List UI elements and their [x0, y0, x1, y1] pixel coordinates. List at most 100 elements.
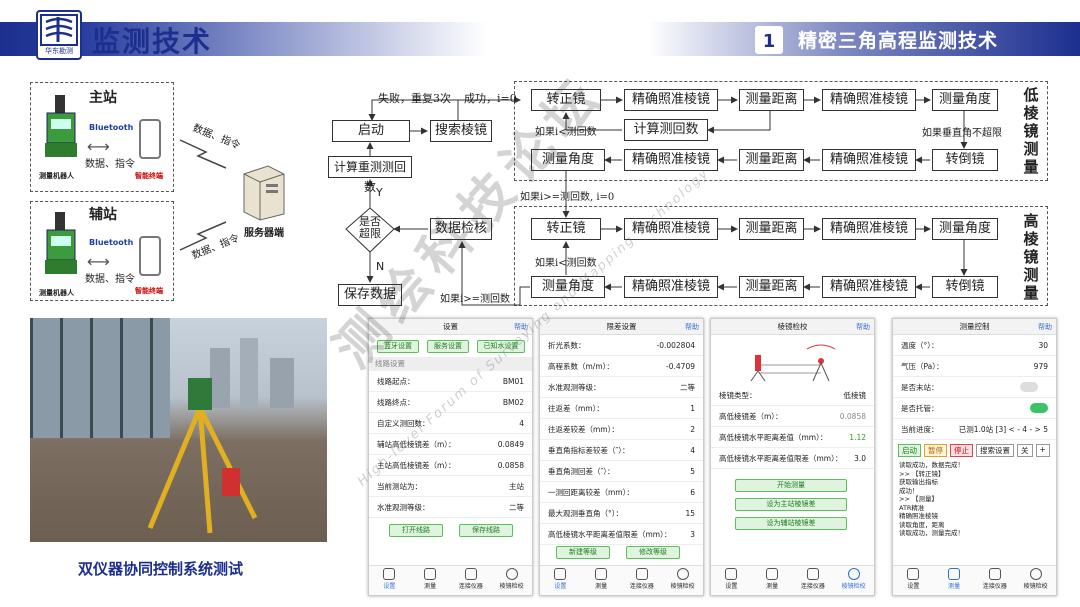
settings-row[interactable]: 水准观测等级：二等: [369, 497, 532, 518]
settings-row[interactable]: 线路终点：BM02: [369, 392, 532, 413]
tab-connect[interactable]: 连接仪器: [975, 566, 1016, 595]
settings-row[interactable]: 垂直角测回差（″）：5: [540, 461, 703, 482]
open-route-button[interactable]: 打开线路: [389, 524, 443, 537]
last-station-toggle[interactable]: [1020, 382, 1038, 392]
low-top-step: 测量角度: [932, 89, 998, 111]
start-button[interactable]: 启动: [898, 444, 921, 457]
settings-row[interactable]: 棱镜类型：低棱镜: [711, 385, 874, 406]
log-line: >> 【测量】: [899, 495, 938, 503]
save-route-button[interactable]: 保存线路: [459, 524, 513, 537]
edit-grade-button[interactable]: 修改等级: [626, 546, 680, 559]
low-bottom-step: 测量角度: [531, 149, 605, 171]
bottom-tabbar: 设置 测量 连接仪器 棱镜检校: [711, 565, 874, 595]
distant-building: [210, 348, 230, 408]
tab-measure[interactable]: 测量: [752, 566, 793, 595]
help-link[interactable]: 帮助: [1038, 323, 1052, 331]
robot-icon: [948, 568, 961, 580]
total-station-icon: [45, 95, 77, 157]
pause-button[interactable]: 暂停: [924, 444, 947, 457]
settings-row[interactable]: 温度（°）：30: [893, 335, 1056, 356]
settings-row[interactable]: 当前进度：已测1.0站 [3] < - 4 - > 5: [893, 419, 1056, 440]
settings-row[interactable]: 辅站高低棱镜差（m）：0.0849: [369, 434, 532, 455]
settings-row[interactable]: 线路起点：BM01: [369, 371, 532, 392]
test-photo: [30, 318, 327, 542]
help-link[interactable]: 帮助: [856, 323, 870, 331]
aux-robot-label: 测量机器人: [39, 289, 74, 297]
tab-settings[interactable]: 设置: [369, 566, 410, 595]
help-link[interactable]: 帮助: [514, 323, 528, 331]
flow-start: 启动: [332, 120, 410, 142]
main-robot-label: 测量机器人: [39, 172, 74, 180]
stop-button[interactable]: 停止: [950, 444, 973, 457]
tab-prism-check[interactable]: 棱镜检校: [491, 566, 532, 595]
start-measure-button[interactable]: 开始测量: [735, 479, 847, 492]
tab-prism-check[interactable]: 棱镜检校: [1015, 566, 1056, 595]
connect-icon: [464, 568, 477, 580]
settings-row: 是否末站：: [893, 377, 1056, 398]
high-top-step: 测量角度: [932, 218, 998, 240]
set-aux-prism-diff-button[interactable]: 设为辅站棱镜差: [735, 517, 847, 530]
logo-text: 华东勘测: [45, 47, 73, 55]
settings-row[interactable]: 自定义测回数：4: [369, 413, 532, 434]
tab-measure[interactable]: 测量: [934, 566, 975, 595]
phone-title: 测量控制: [959, 322, 990, 331]
search-settings-button[interactable]: 搜索设置: [976, 444, 1014, 457]
tab-connect[interactable]: 连接仪器: [622, 566, 663, 595]
settings-row[interactable]: 垂直角指标差较差（″）：4: [540, 440, 703, 461]
settings-row[interactable]: 高低棱镜水平距离差值（mm）：1.12: [711, 427, 874, 448]
tab-measure[interactable]: 测量: [410, 566, 451, 595]
tab-prism-check[interactable]: 棱镜检校: [662, 566, 703, 595]
section-title: 精密三角高程监测技术: [798, 30, 999, 52]
settings-row[interactable]: 主站高低棱镜差（m）：0.0858: [369, 455, 532, 476]
low-bottom-step: 转倒镜: [932, 149, 998, 171]
section-number: 1: [755, 26, 783, 54]
settings-row[interactable]: 最大观测垂直角（°）：15: [540, 503, 703, 524]
target-icon: [505, 568, 518, 580]
add-button[interactable]: +: [1035, 444, 1050, 457]
settings-row[interactable]: 往返差（mm）：1: [540, 398, 703, 419]
service-settings-button[interactable]: 服务设置: [427, 340, 469, 353]
tab-connect[interactable]: 连接仪器: [793, 566, 834, 595]
high-if-ge: 如果i>=测回数: [440, 294, 510, 305]
settings-row[interactable]: 一测回距离较差（mm）：6: [540, 482, 703, 503]
total-station-icon: [45, 212, 77, 274]
bluetooth-settings-button[interactable]: 蓝牙设置: [377, 340, 419, 353]
tab-measure[interactable]: 测量: [581, 566, 622, 595]
tab-settings[interactable]: 设置: [540, 566, 581, 595]
tab-prism-check[interactable]: 棱镜检校: [833, 566, 874, 595]
settings-row[interactable]: 高低棱镜差（m）：0.0858: [711, 406, 874, 427]
tab-connect[interactable]: 连接仪器: [451, 566, 492, 595]
settings-row[interactable]: 往返差较差（mm）：2: [540, 419, 703, 440]
settings-row[interactable]: 高低棱镜水平距离差值限差（mm）：3.0: [711, 448, 874, 469]
settings-row: 是否托管：: [893, 398, 1056, 419]
hosting-toggle[interactable]: [1030, 403, 1048, 413]
help-link[interactable]: 帮助: [685, 323, 699, 331]
known-settings-button[interactable]: 已知水设置: [477, 340, 525, 353]
tab-settings[interactable]: 设置: [893, 566, 934, 595]
settings-row[interactable]: 折光系数：-0.002804: [540, 335, 703, 356]
settings-row[interactable]: 水准观测等级：二等: [540, 377, 703, 398]
high-if-less: 如果i<测回数: [535, 258, 597, 269]
tab-settings[interactable]: 设置: [711, 566, 752, 595]
close-button[interactable]: 关: [1017, 444, 1033, 457]
robot-icon: [595, 568, 608, 580]
phone-prism-check-screen: 棱镜检校 帮助 棱镜类型：低棱镜 高低棱镜差（m）：0.0858 高低棱镜水平距离…: [710, 318, 875, 596]
high-bottom-step: 测量距离: [739, 276, 804, 298]
main-terminal-label: 智能终端: [135, 172, 163, 180]
settings-row[interactable]: 高低棱镜水平距离差值限差（mm）：3: [540, 524, 703, 545]
new-grade-button[interactable]: 新建等级: [556, 546, 610, 559]
phone-title: 棱镜检校: [777, 322, 808, 331]
connect-icon: [806, 568, 819, 580]
high-top-step: 精确照准棱镜: [822, 218, 916, 240]
low-top-step: 精确照准棱镜: [624, 89, 718, 111]
settings-row[interactable]: 气压（Pa）：979: [893, 356, 1056, 377]
settings-row[interactable]: 当前测站为：主站: [369, 476, 532, 497]
page-title: 监测技术: [92, 25, 213, 58]
set-main-prism-diff-button[interactable]: 设为主站棱镜差: [735, 498, 847, 511]
low-if-vertical: 如果垂直角不超限: [922, 128, 1002, 139]
flow-save-data: 保存数据: [338, 284, 402, 306]
aux-station-title: 辅站: [89, 207, 117, 223]
settings-row[interactable]: 高程系数（m/m）：-0.4709: [540, 356, 703, 377]
main-bluetooth-label: Bluetooth: [89, 123, 134, 132]
low-bottom-step: 精确照准棱镜: [624, 149, 718, 171]
